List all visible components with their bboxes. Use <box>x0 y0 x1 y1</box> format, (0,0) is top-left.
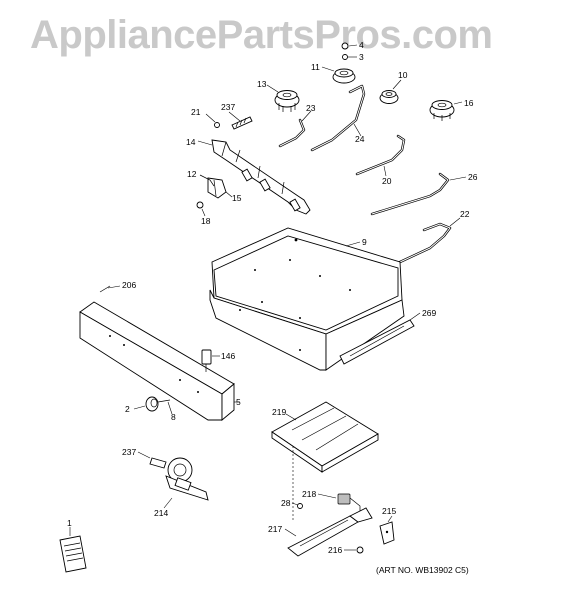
part-9-burner-box[interactable] <box>209 227 405 371</box>
part-26-burner-tube[interactable] <box>370 172 467 216</box>
part-237-electrode[interactable] <box>228 111 253 130</box>
callout-217: 217 <box>268 524 282 534</box>
part-10-burner-head[interactable] <box>379 79 402 104</box>
callout-4: 4 <box>359 40 364 50</box>
callout-2: 2 <box>125 404 130 414</box>
callout-18: 18 <box>201 216 211 226</box>
callout-219: 219 <box>272 407 286 417</box>
part-28-screw[interactable] <box>291 502 303 509</box>
part-13-burner-head[interactable] <box>266 84 300 112</box>
part-20-burner-tube[interactable] <box>355 134 406 177</box>
part-217-bake-burner[interactable] <box>284 507 373 557</box>
part-1-literature[interactable] <box>59 527 87 573</box>
part-206-rail[interactable] <box>99 285 121 293</box>
part-8-shaft[interactable] <box>157 399 173 415</box>
callout-218: 218 <box>302 489 316 499</box>
callout-269: 269 <box>422 308 436 318</box>
callout-237-top: 237 <box>221 102 235 112</box>
callout-214: 214 <box>154 508 168 518</box>
part-146-switch-clip[interactable] <box>201 349 220 372</box>
part-24-burner-tube[interactable] <box>310 84 366 152</box>
callout-21: 21 <box>191 107 201 117</box>
callout-15: 15 <box>232 193 242 203</box>
part-15-valve-bracket[interactable] <box>207 177 233 199</box>
part-3-washer[interactable] <box>342 54 358 60</box>
part-2-knob[interactable] <box>133 396 159 412</box>
part-214-gas-valve[interactable] <box>163 457 209 509</box>
callout-1: 1 <box>67 518 72 528</box>
part-269-trim-strip[interactable] <box>339 312 421 365</box>
callout-23: 23 <box>306 103 316 113</box>
part-5-control-panel[interactable] <box>79 301 240 421</box>
callout-216: 216 <box>328 545 342 555</box>
callout-10: 10 <box>398 70 408 80</box>
part-22-burner-tube[interactable] <box>398 217 461 264</box>
part-4-cap-screw[interactable] <box>341 42 358 50</box>
callout-26: 26 <box>468 172 478 182</box>
callout-16: 16 <box>464 98 474 108</box>
callout-237-bottom: 237 <box>122 447 136 457</box>
part-237-lower-electrode[interactable] <box>137 451 167 469</box>
callout-206: 206 <box>122 280 136 290</box>
callout-5: 5 <box>236 397 241 407</box>
part-21-clip[interactable] <box>205 113 220 128</box>
callout-3: 3 <box>359 52 364 62</box>
part-12-wire[interactable] <box>199 174 215 187</box>
callout-11: 11 <box>311 62 320 72</box>
part-11-burner-head[interactable] <box>321 66 356 84</box>
callout-9: 9 <box>362 237 367 247</box>
callout-28: 28 <box>281 498 291 508</box>
part-16-burner-head[interactable] <box>429 100 463 122</box>
callout-13: 13 <box>257 79 267 89</box>
callout-8: 8 <box>171 412 176 422</box>
callout-215: 215 <box>382 506 396 516</box>
part-218-harness-connector[interactable] <box>317 493 361 514</box>
callout-24: 24 <box>355 134 365 144</box>
part-216-screw[interactable] <box>344 546 364 554</box>
art-number: (ART NO. WB13902 C5) <box>376 565 469 575</box>
part-23-burner-tube[interactable] <box>278 110 312 148</box>
callout-22: 22 <box>460 209 470 219</box>
part-215-bracket[interactable] <box>379 515 395 545</box>
callout-14: 14 <box>186 137 196 147</box>
callout-12: 12 <box>187 169 197 179</box>
part-14-manifold[interactable] <box>197 139 311 215</box>
part-219-lower-panel[interactable] <box>271 401 379 473</box>
callout-20: 20 <box>382 176 392 186</box>
part-18-screw[interactable] <box>196 201 206 217</box>
callout-146: 146 <box>221 351 235 361</box>
watermark: AppliancePartsPros.com <box>30 13 493 57</box>
